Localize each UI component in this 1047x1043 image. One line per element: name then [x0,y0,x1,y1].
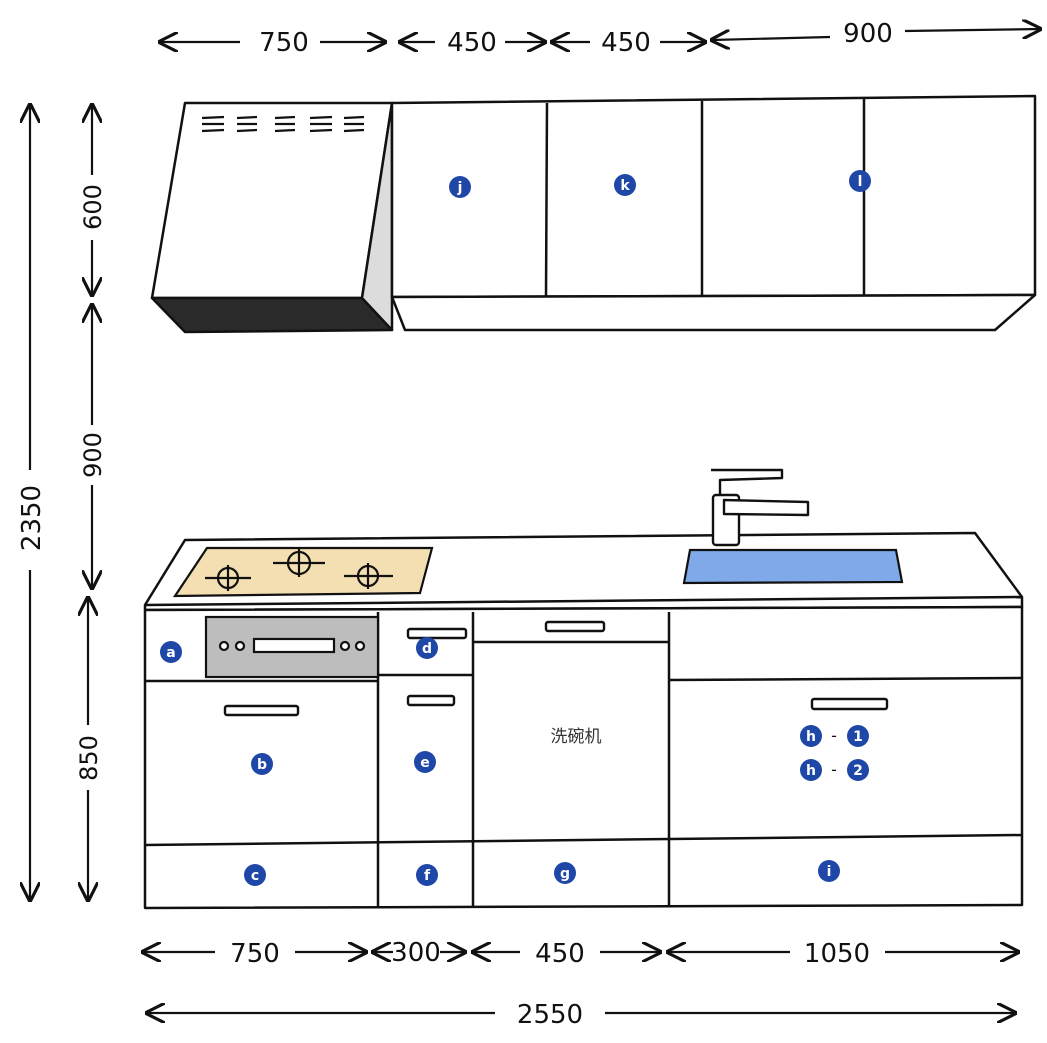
dim-left-3: 850 [75,735,103,781]
dim-top-4: 900 [843,19,893,49]
dim-left-1: 600 [79,184,107,230]
dim-left-total: 2350 [17,485,47,551]
svg-text:k: k [620,178,630,194]
badge-g: g [554,862,576,884]
svg-text:a: a [166,645,175,661]
badge-e: e [414,751,436,773]
svg-text:-: - [831,726,837,745]
dim-bottom-total: 2550 [517,1000,583,1030]
sink [682,548,904,585]
badge-i: i [818,860,840,882]
svg-text:c: c [251,868,259,884]
badge-b: b [251,753,273,775]
range-hood [150,101,394,334]
badge-l: l [849,170,871,192]
dishwasher-label: 洗碗机 [551,727,602,747]
left-dimensions [30,105,92,900]
faucet [711,468,810,547]
base-cabinets [143,605,1024,910]
badge-j: j [449,176,471,198]
svg-text:2: 2 [853,763,863,779]
badge-d: d [416,637,438,659]
badge-h2: h - 2 [800,759,869,781]
dim-bottom-2: 300 [391,938,441,968]
dim-top-2: 450 [447,28,497,58]
dim-top-1: 750 [259,28,309,58]
svg-text:h: h [806,763,816,779]
dim-bottom-1: 750 [230,939,280,969]
svg-text:i: i [827,864,832,880]
svg-text:-: - [831,760,837,779]
badge-h1: h - 1 [800,725,869,747]
svg-text:e: e [420,755,430,771]
svg-text:j: j [457,180,463,196]
badge-a: a [160,641,182,663]
badge-c: c [244,864,266,886]
top-dimensions [160,29,1040,42]
svg-text:h: h [806,729,816,745]
dim-bottom-3: 450 [535,939,585,969]
drawer-handles [223,620,889,717]
dim-top-3: 450 [601,28,651,58]
bottom-dimensions [143,952,1018,1013]
dim-left-2: 900 [79,432,107,478]
svg-text:1: 1 [853,729,863,745]
badge-k: k [614,174,636,196]
svg-text:b: b [257,757,267,773]
burners [205,549,393,591]
svg-text:g: g [560,866,570,882]
oven-control-panel [204,615,380,679]
hood-vents [201,115,365,133]
svg-text:f: f [424,868,431,884]
svg-text:l: l [858,174,863,190]
dim-bottom-4: 1050 [804,939,870,969]
wall-cabinets [390,94,1037,332]
badge-f: f [416,864,438,886]
svg-text:d: d [422,641,432,657]
